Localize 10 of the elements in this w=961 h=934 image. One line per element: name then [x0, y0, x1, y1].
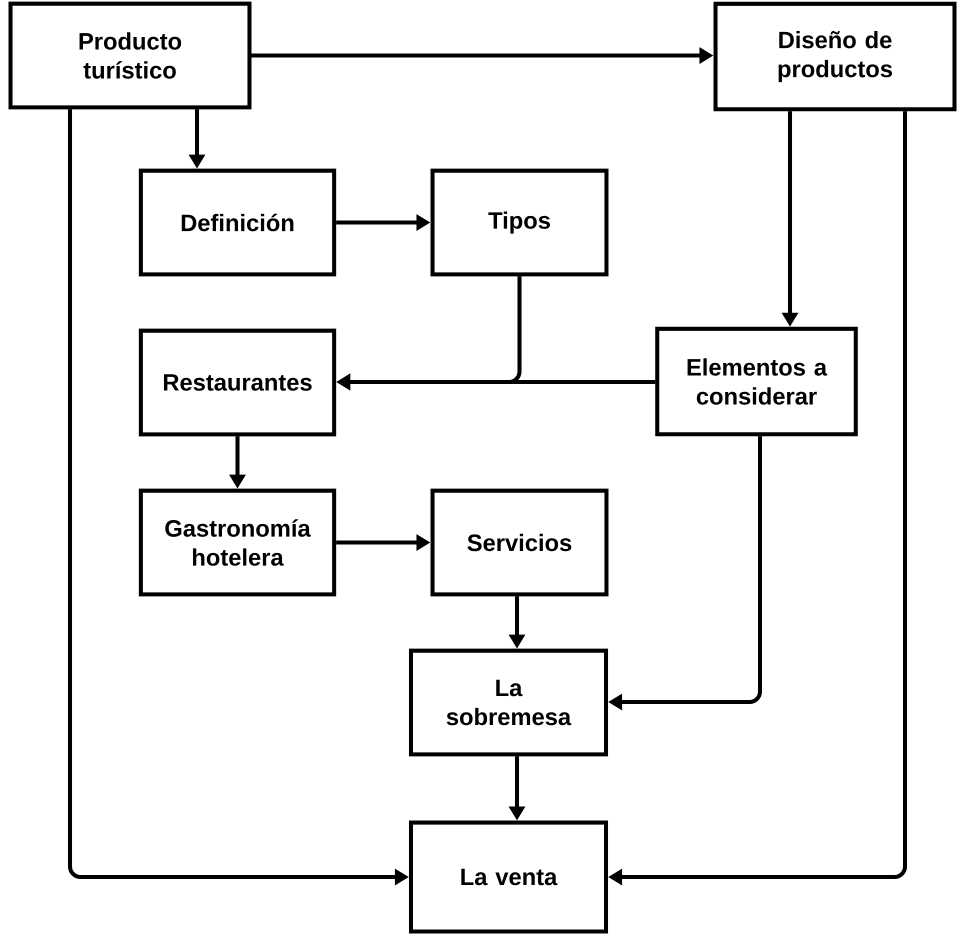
process-box: Gastronomía hotelera: [138, 488, 336, 596]
process-box: Elementos a considerar: [655, 326, 858, 436]
process-box: Restaurantes: [138, 328, 336, 436]
process-box: Diseño de productos: [714, 2, 956, 112]
process-box: La venta: [408, 820, 608, 934]
process-box: Producto turístico: [8, 2, 252, 110]
process-box: Definición: [138, 168, 336, 276]
process-box: Tipos: [430, 168, 608, 276]
process-box: La sobremesa: [408, 648, 608, 756]
process-box: Servicios: [430, 488, 608, 596]
